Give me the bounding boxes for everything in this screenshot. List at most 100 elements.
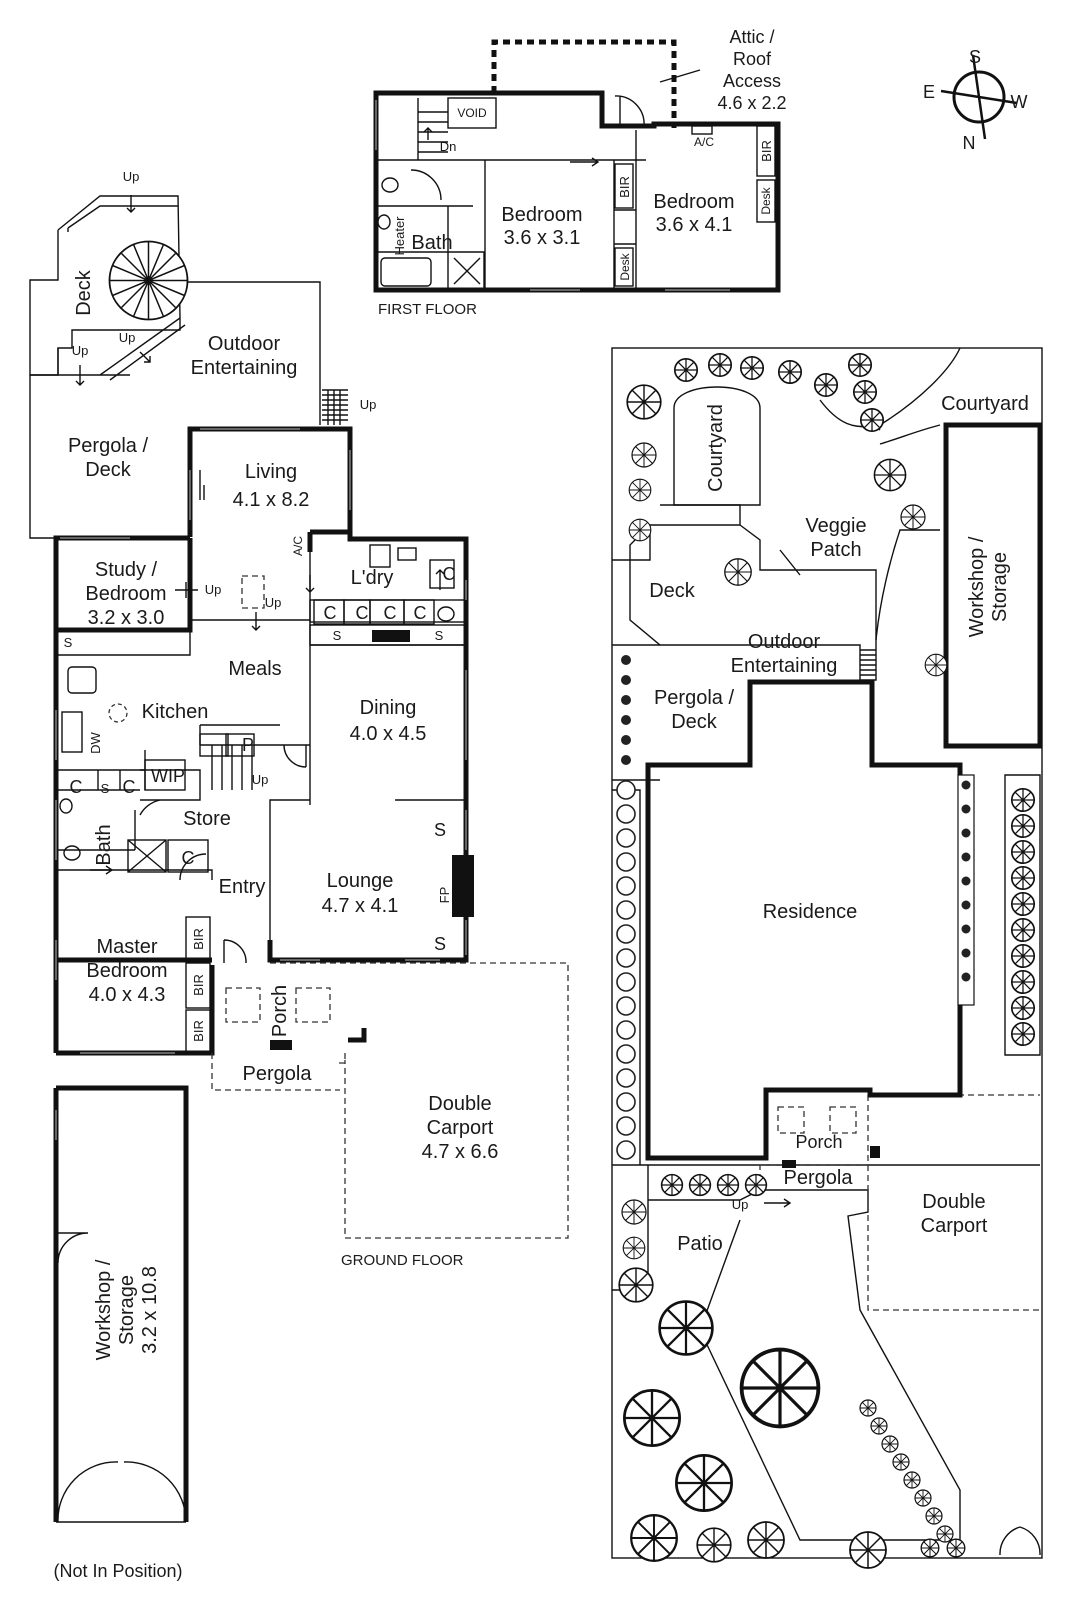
- shrub-icon: [859, 407, 885, 433]
- laundry-cupboard-2: C: [356, 603, 369, 623]
- hedge-ring-icon: [616, 900, 636, 920]
- laundry-shelf-1: S: [333, 628, 342, 643]
- shrub-icon: [739, 355, 765, 381]
- up-label-deck-left: Up: [72, 343, 89, 358]
- tree-icon: [924, 653, 948, 677]
- dishwasher-label: DW: [88, 731, 103, 753]
- ground-floor-caption: GROUND FLOOR: [341, 1252, 464, 1269]
- hedge-ring-icon: [616, 1140, 636, 1160]
- hedge-ring-icon: [616, 828, 636, 848]
- up-label-living: Up: [265, 595, 282, 610]
- hedge-dot-icon: [961, 948, 971, 958]
- meals-label: Meals: [228, 658, 281, 680]
- hedge-dot-icon: [621, 735, 631, 745]
- tree-icon: [621, 1199, 647, 1225]
- site-pergola-label: Pergola: [784, 1167, 854, 1189]
- lounge-label: Lounge: [327, 870, 394, 892]
- site-plan: Courtyard Courtyard Workshop / Storage V…: [611, 347, 1043, 1569]
- bir-label-bed2: BIR: [759, 140, 774, 162]
- shrub-icon: [660, 1173, 684, 1197]
- site-deck-label: Deck: [649, 580, 696, 602]
- workshop-label-1: Workshop /: [93, 1259, 115, 1360]
- ground-floor-plan: Up Deck Up Up Outdoor Entertaining Up Pe…: [29, 169, 569, 1581]
- wip-label: WIP: [151, 766, 185, 786]
- site-courtyard-inner: Courtyard: [705, 404, 727, 492]
- veggie-label-2: Patch: [810, 539, 861, 561]
- ac-label-living: A/C: [291, 536, 305, 556]
- not-in-position-note: (Not In Position): [53, 1561, 182, 1581]
- ground-porch-label: Porch: [269, 985, 291, 1037]
- hedge-dot-icon: [621, 695, 631, 705]
- shrub-icon: [859, 1399, 877, 1417]
- tree-icon: [631, 442, 657, 468]
- site-courtyard-top: Courtyard: [941, 393, 1029, 415]
- hedge-ring-icon: [616, 972, 636, 992]
- site-carport-label-2: Carport: [921, 1215, 988, 1237]
- tree-icon: [900, 504, 926, 530]
- hedge-dot-icon: [961, 852, 971, 862]
- site-carport-label-1: Double: [922, 1191, 985, 1213]
- veggie-label-1: Veggie: [805, 515, 866, 537]
- lounge-shelf-1: S: [434, 820, 446, 840]
- site-up-label: Up: [732, 1197, 749, 1212]
- hedge-dot-icon: [961, 876, 971, 886]
- shrub-icon: [892, 1453, 910, 1471]
- bir-label-1: BIR: [191, 928, 206, 950]
- site-workshop-label-1: Workshop /: [966, 536, 988, 637]
- outdoor-label-2: Entertaining: [191, 357, 298, 379]
- shrub-icon: [1010, 891, 1036, 917]
- shrub-icon: [1010, 943, 1036, 969]
- hedge-ring-icon: [616, 876, 636, 896]
- study-label-1: Study /: [95, 559, 158, 581]
- up-label-study: Up: [205, 582, 222, 597]
- hedge-ring-icon: [616, 1092, 636, 1112]
- lounge-shelf-2: S: [434, 934, 446, 954]
- tree-icon: [724, 558, 752, 586]
- tree-icon: [658, 1300, 714, 1356]
- first-floor-plan: Attic / Roof Access 4.6 x 2.2 VOID Dn A/…: [373, 27, 787, 318]
- tree-icon: [622, 1236, 646, 1260]
- hedge-ring-icon: [616, 1020, 636, 1040]
- shrub-icon: [1010, 917, 1036, 943]
- site-pergola-deck-label-1: Pergola /: [654, 687, 734, 709]
- tree-icon: [618, 1267, 654, 1303]
- shrub-icon: [914, 1489, 932, 1507]
- deck-label: Deck: [73, 269, 95, 316]
- study-dims: 3.2 x 3.0: [88, 607, 165, 629]
- tree-icon: [628, 518, 652, 542]
- tree-icon: [675, 1454, 733, 1512]
- kitchen-cupboard-2: C: [123, 777, 136, 797]
- desk-label-bed2: Desk: [759, 186, 773, 214]
- shrub-icon: [1010, 839, 1036, 865]
- hedge-ring-icon: [616, 780, 636, 800]
- shrub-icon: [1010, 995, 1036, 1021]
- site-outdoor-label-2: Entertaining: [731, 655, 838, 677]
- shrub-icon: [673, 357, 699, 383]
- tree-icon: [623, 1389, 681, 1447]
- shrub-icon: [688, 1173, 712, 1197]
- first-floor-caption: FIRST FLOOR: [378, 301, 477, 318]
- tree-icon: [696, 1527, 732, 1563]
- shrub-icon: [946, 1538, 966, 1558]
- dining-dims: 4.0 x 4.5: [350, 723, 427, 745]
- shrub-icon: [1010, 813, 1036, 839]
- shrub-icon: [707, 352, 733, 378]
- kitchen-cupboard-1: C: [70, 777, 83, 797]
- living-dims: 4.1 x 8.2: [233, 489, 310, 511]
- hedge-dot-icon: [961, 972, 971, 982]
- hedge-dot-icon: [961, 828, 971, 838]
- hedge-ring-icon: [616, 924, 636, 944]
- dining-label: Dining: [360, 697, 417, 719]
- shrub-icon: [744, 1173, 768, 1197]
- master-dims: 4.0 x 4.3: [89, 984, 166, 1006]
- pantry-label: P: [242, 735, 254, 755]
- bir-label-3: BIR: [191, 1020, 206, 1042]
- bir-label-bed1: BIR: [617, 176, 632, 198]
- ground-pergola-label: Pergola: [243, 1063, 313, 1085]
- tree-icon: [628, 478, 652, 502]
- shrub-icon: [870, 1417, 888, 1435]
- site-pergola-deck-label-2: Deck: [671, 711, 718, 733]
- tree-icon: [849, 1531, 887, 1569]
- workshop-dims: 3.2 x 10.8: [139, 1266, 161, 1354]
- workshop-label-2: Storage: [116, 1275, 138, 1345]
